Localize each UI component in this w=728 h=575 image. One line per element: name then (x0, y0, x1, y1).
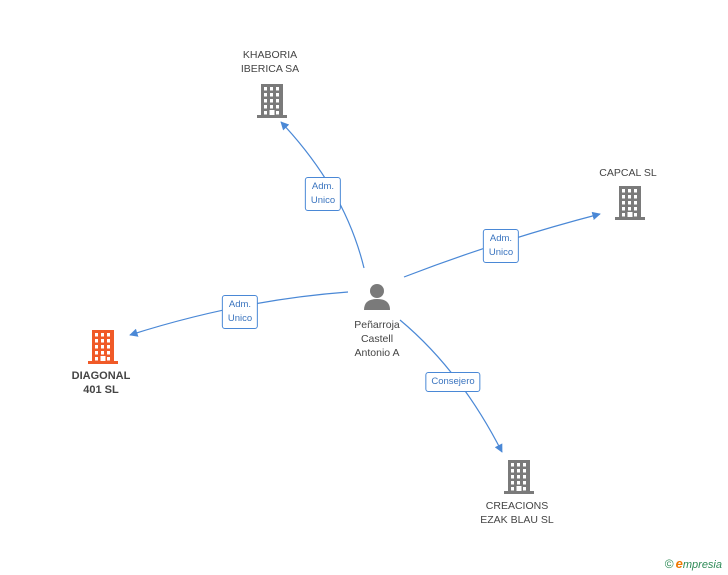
label-line: Adm. (489, 233, 513, 244)
label-line: Unico (227, 313, 253, 324)
brand-text: mpresia (682, 559, 722, 571)
empresia-brand[interactable]: ©empresia (665, 556, 722, 571)
edge-label-creacions[interactable]: Consejero (425, 372, 481, 392)
building-icon[interactable] (257, 84, 287, 118)
label-line: CREACIONS (485, 500, 549, 512)
label-line: CAPCAL SL (599, 167, 657, 179)
label-line: Adm. (228, 299, 252, 310)
building-icon[interactable] (615, 186, 645, 220)
label-line: IBERICA SA (240, 63, 300, 75)
label-line: Consejero (431, 376, 475, 387)
company-name-diagonal[interactable]: DIAGONAL 401 SL (72, 369, 131, 397)
copyright-symbol: © (664, 557, 674, 571)
label-line: Unico (488, 247, 514, 258)
company-name-capcal[interactable]: CAPCAL SL (599, 166, 656, 180)
edge-label-capcal[interactable]: Adm. Unico (482, 229, 520, 263)
person-icon[interactable] (364, 284, 390, 310)
company-name-creacions[interactable]: CREACIONS EZAK BLAU SL (480, 499, 554, 527)
edge-label-diagonal[interactable]: Adm. Unico (221, 295, 259, 329)
label-line: Adm. (311, 181, 335, 192)
building-icon[interactable] (88, 330, 118, 364)
label-line: Castell (360, 333, 394, 345)
label-line: DIAGONAL (71, 370, 131, 382)
building-icon[interactable] (504, 460, 534, 494)
edge-label-khaboria[interactable]: Adm. Unico (304, 177, 342, 211)
label-line: 401 SL (83, 384, 119, 396)
brand-e-logo: e (675, 556, 683, 571)
company-name-khaboria[interactable]: KHABORIA IBERICA SA (241, 48, 299, 76)
label-line: Unico (310, 195, 336, 206)
label-line: KHABORIA (242, 49, 298, 61)
label-line: Peñarroja (354, 319, 400, 331)
label-line: Antonio A (354, 347, 400, 359)
label-line: EZAK BLAU SL (480, 514, 554, 526)
